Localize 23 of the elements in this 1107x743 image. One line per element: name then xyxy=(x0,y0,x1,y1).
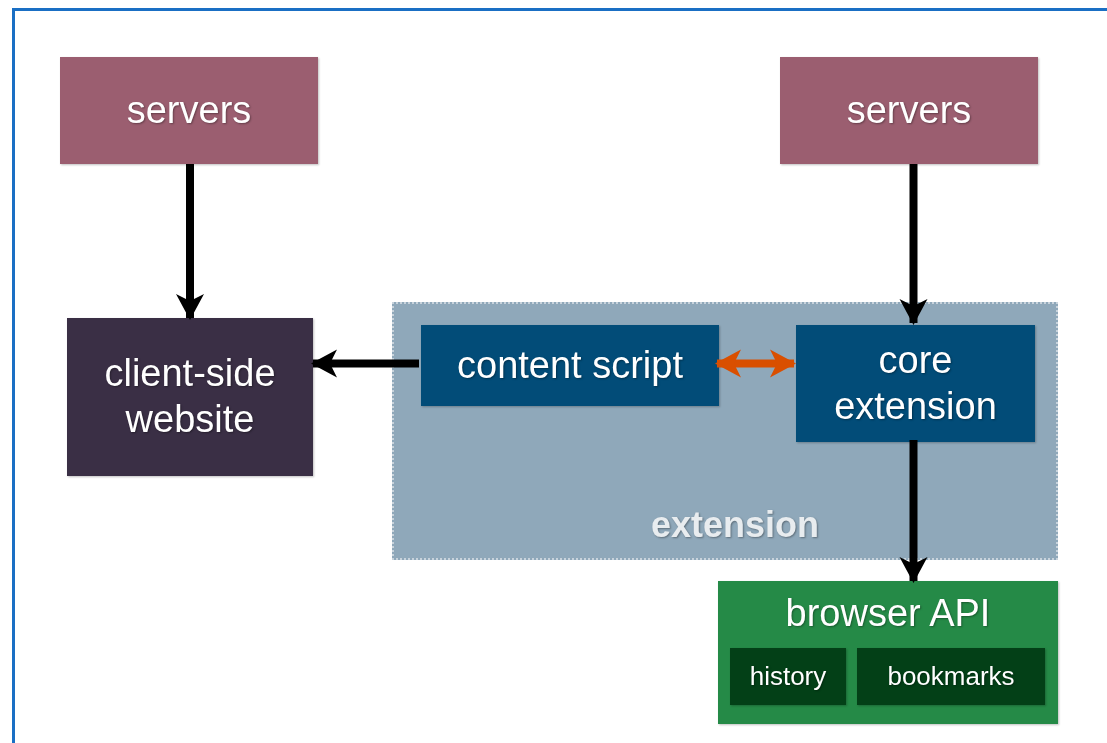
node-label: content script xyxy=(457,342,683,388)
website-box xyxy=(67,318,313,476)
extension-group xyxy=(392,302,1058,560)
node-label: client-side website xyxy=(103,351,277,442)
node-label: servers xyxy=(846,87,972,133)
api-box xyxy=(718,581,1058,724)
server-box xyxy=(780,57,1038,164)
arrow xyxy=(715,349,796,378)
arrow xyxy=(899,440,928,583)
node-label: history xyxy=(749,660,827,693)
node-label: extension xyxy=(650,502,819,546)
server-box xyxy=(60,57,318,164)
api-item-box xyxy=(730,648,846,705)
node-label: browser API xyxy=(785,591,991,636)
module-box xyxy=(421,325,719,406)
arrow xyxy=(311,349,419,378)
node-label: core extension xyxy=(833,337,998,429)
arrow xyxy=(899,164,928,325)
node-label: servers xyxy=(126,87,252,133)
api-item-box xyxy=(857,648,1045,705)
node-label: bookmarks xyxy=(887,660,1015,693)
module-box xyxy=(796,325,1035,442)
arrow xyxy=(176,164,204,320)
